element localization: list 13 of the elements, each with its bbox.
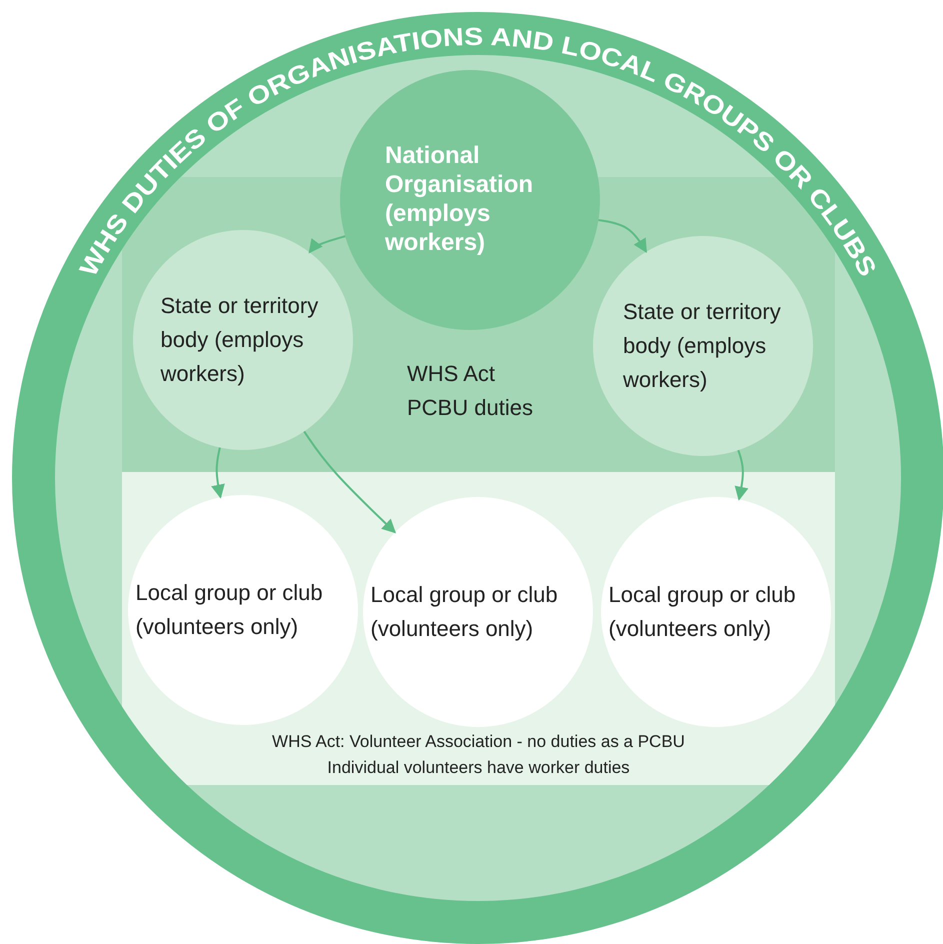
node-label: Local group or club (volunteers only) — [608, 580, 797, 643]
band-label: WHS Act PCBU duties — [407, 360, 534, 422]
node-label: State or territory body (employs workers) — [160, 292, 320, 388]
arrow — [308, 235, 346, 254]
arrow — [303, 430, 396, 534]
arrow — [598, 219, 648, 253]
node-label: Local group or club (volunteers only) — [136, 578, 324, 641]
volunteer-band — [122, 472, 835, 785]
node-label: State or territory body (employs workers) — [623, 298, 782, 394]
node-label: Local group or club (volunteers only) — [370, 580, 559, 643]
band-note: WHS Act: Volunteer Association - no duties as a PCBU — [271, 732, 686, 752]
arrow — [211, 447, 225, 499]
band-note: Individual volunteers have worker duties — [326, 758, 631, 778]
